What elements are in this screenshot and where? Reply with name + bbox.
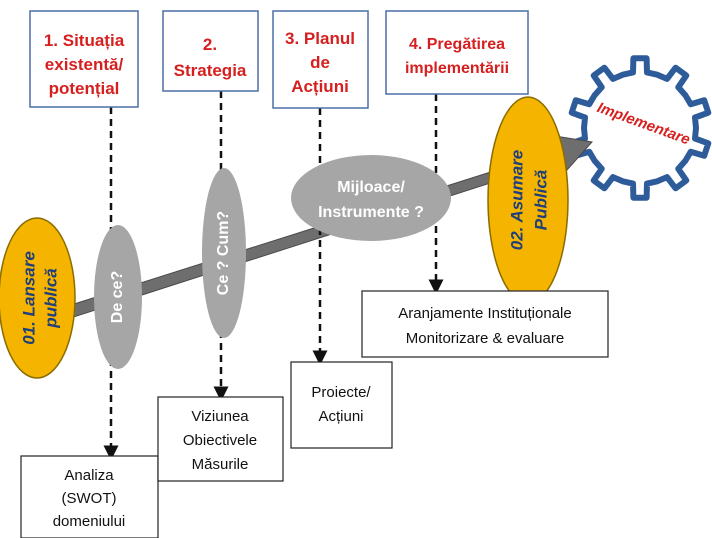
vision-line-1: Viziunea: [191, 408, 249, 425]
phase-4-line-1: 4. Pregătirea: [409, 36, 505, 53]
phase-2-line-2: Strategia: [174, 61, 247, 80]
analysis-line-1: Analiza: [64, 467, 114, 484]
phase-3-line-2: de: [310, 53, 330, 72]
question-ellipse-3: Mijloace/ Instrumente ?: [291, 155, 451, 241]
phase-4-line-2: implementării: [405, 60, 509, 77]
phase-box-1: 1. Situația existentă/ potențial: [29, 10, 139, 108]
question-3-line-2: Instrumente ?: [318, 204, 424, 221]
arrangements-line-1: Aranjamente Instituționale: [398, 305, 571, 322]
question-ellipse-2: Ce ? Cum?: [202, 168, 246, 338]
milestone-start: 01. Lansare publică: [0, 217, 76, 379]
milestone-end-line-2: Publică: [531, 169, 550, 230]
phase-3-line-3: Acțiuni: [291, 77, 349, 96]
phase-box-2: 2. Strategia: [162, 10, 259, 92]
phase-1-line-3: potențial: [49, 79, 120, 98]
output-box-projects: Proiecte/ Acțiuni: [290, 361, 393, 449]
projects-line-2: Acțiuni: [318, 408, 363, 425]
vision-line-3: Măsurile: [192, 456, 249, 473]
question-1-label: De ce?: [109, 271, 126, 323]
phase-1-line-1: 1. Situația: [44, 31, 125, 50]
vision-line-2: Obiectivele: [183, 432, 257, 449]
analysis-line-3: domeniului: [53, 513, 126, 530]
milestone-end-line-1: 02. Asumare: [507, 150, 526, 250]
phase-3-line-1: 3. Planul: [285, 29, 355, 48]
milestone-start-line-1: 01. Lansare: [19, 251, 38, 345]
phase-box-4: 4. Pregătirea implementării: [385, 10, 529, 95]
output-box-vision: Viziunea Obiectivele Măsurile: [157, 396, 284, 482]
output-box-arrangements: Aranjamente Instituționale Monitorizare …: [361, 290, 609, 358]
phase-box-3: 3. Planul de Acțiuni: [272, 10, 369, 109]
arrangements-line-2: Monitorizare & evaluare: [406, 330, 564, 347]
phase-1-line-2: existentă/: [45, 55, 124, 74]
question-3-line-1: Mijloace/: [337, 179, 405, 196]
output-box-analysis: Analiza (SWOT) domeniului: [20, 455, 159, 538]
projects-line-1: Proiecte/: [311, 384, 371, 401]
milestone-end: 02. Asumare Publică: [487, 96, 569, 304]
question-2-label: Ce ? Cum?: [215, 211, 232, 295]
phase-2-line-1: 2.: [203, 35, 217, 54]
analysis-line-2: (SWOT): [62, 490, 117, 507]
milestone-start-line-2: publică: [41, 268, 60, 329]
question-ellipse-1: De ce?: [94, 225, 142, 369]
gear-icon: [568, 55, 712, 201]
